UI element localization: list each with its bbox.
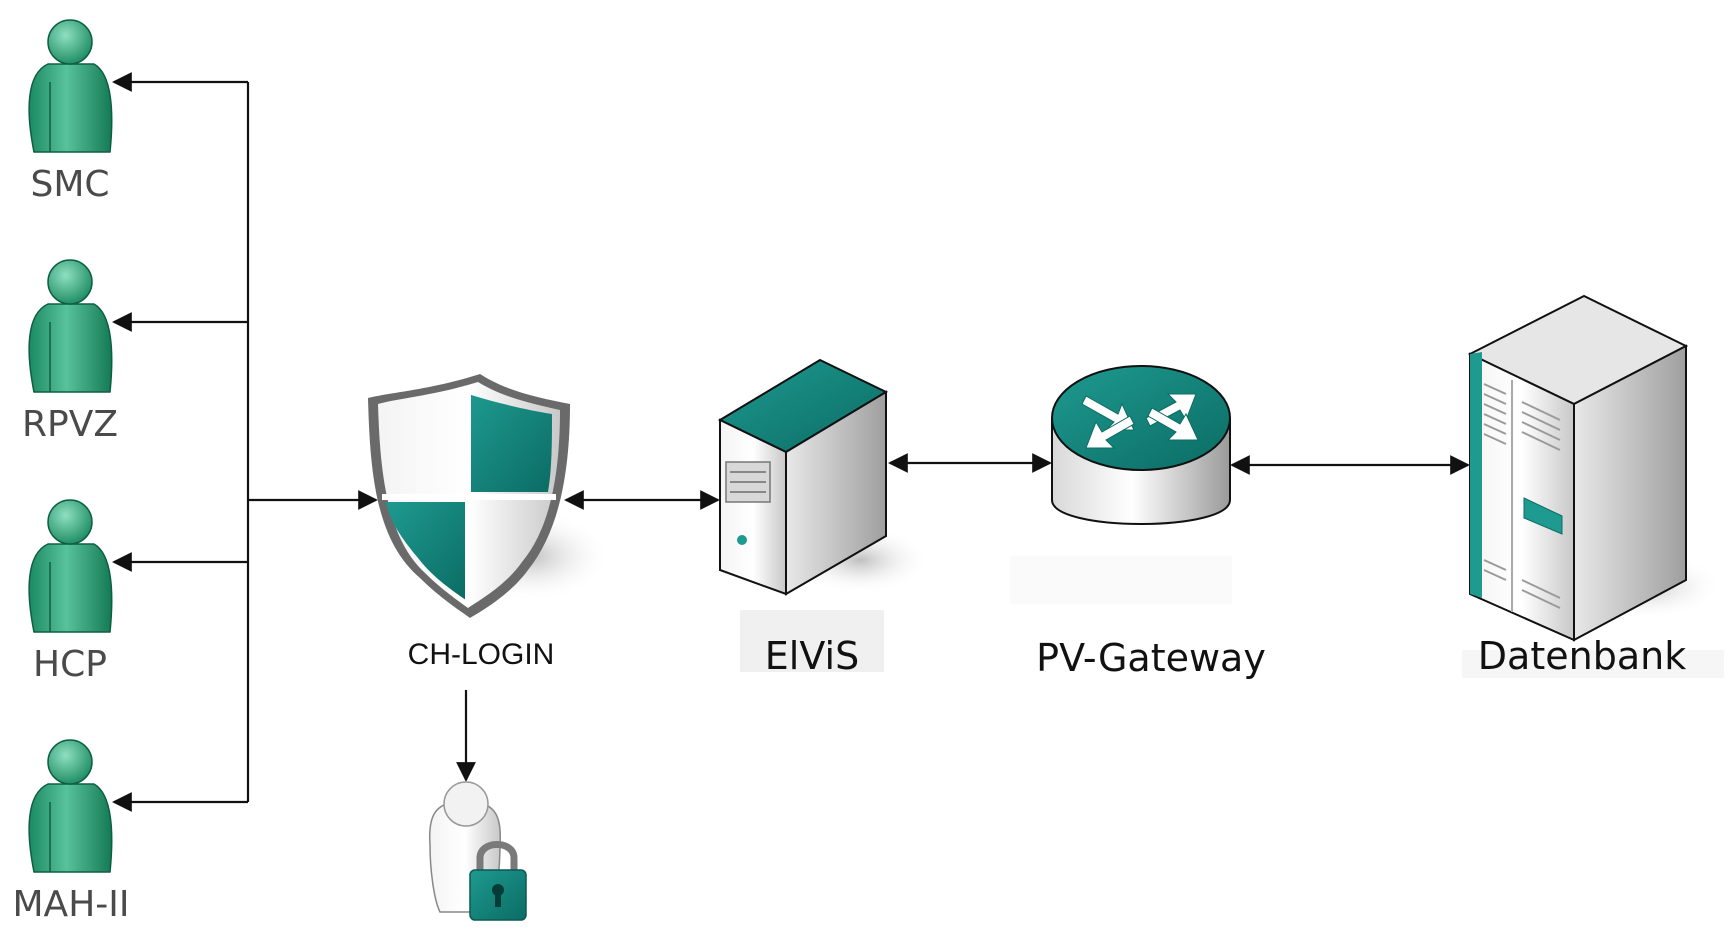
database-server-icon	[1467, 294, 1724, 642]
gateway-label: PV-Gateway	[1036, 636, 1266, 680]
locked-user-icon	[428, 781, 527, 921]
main-connectors	[564, 453, 1470, 510]
router-icon	[1051, 365, 1231, 525]
server-icon	[717, 358, 930, 596]
db-label: Datenbank	[1477, 634, 1687, 678]
user-smc-icon	[28, 19, 113, 153]
user-label-hcp: HCP	[33, 644, 107, 685]
user-label-rpvz: RPVZ	[21, 404, 118, 445]
user-hcp-icon	[28, 499, 113, 633]
gateway-label-strip	[1010, 556, 1232, 604]
user-group	[28, 19, 113, 873]
elvis-label: ElViS	[764, 634, 860, 678]
user-mah-icon	[28, 739, 113, 873]
elvis-label-strip	[740, 610, 884, 672]
user-label-mah: MAH-II	[12, 884, 130, 925]
shield-icon	[368, 374, 612, 618]
user-rpvz-icon	[28, 259, 113, 393]
user-label-smc: SMC	[30, 164, 110, 205]
db-label-strip	[1462, 650, 1724, 678]
user-connectors	[112, 72, 378, 812]
chlogin-label: CH-LOGIN	[407, 638, 555, 671]
